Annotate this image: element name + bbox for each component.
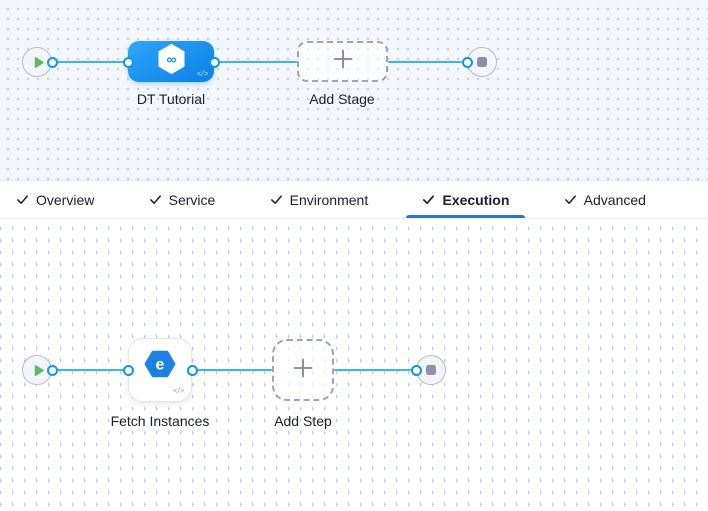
tab-service[interactable]: Service [133, 181, 232, 218]
stage-label: DT Tutorial [136, 91, 206, 107]
connector-port [209, 57, 220, 68]
connector-port [123, 365, 134, 376]
tab-label: Advanced [583, 191, 646, 208]
plus-icon [332, 48, 354, 75]
code-badge-icon: </> [196, 71, 209, 79]
stage-hexagon-infinity-icon: ∞ [158, 44, 185, 79]
tab-label: Service [168, 191, 216, 208]
connector-line [52, 60, 128, 64]
connector-port [123, 57, 134, 68]
stage-pipeline-canvas: ∞ </> DT Tutorial Add Stage [0, 0, 708, 180]
add-stage-button[interactable] [297, 41, 388, 82]
play-icon [33, 56, 45, 69]
tab-advanced[interactable]: Advanced [548, 181, 662, 218]
add-stage-label: Add Stage [309, 91, 375, 107]
add-step-label: Add Step [274, 413, 332, 429]
check-icon [270, 193, 283, 206]
connector-line [334, 368, 411, 372]
connector-port [411, 365, 422, 376]
tab-overview[interactable]: Overview [0, 181, 110, 218]
connector-port [47, 57, 58, 68]
tab-execution[interactable]: Execution [406, 181, 526, 218]
tab-label: Environment [289, 191, 369, 208]
stage-node-dt-tutorial[interactable]: ∞ </> [128, 41, 214, 82]
tab-label: Overview [36, 191, 95, 208]
code-badge-icon: </> [172, 388, 185, 396]
check-icon [16, 193, 29, 206]
execution-steps-canvas: e </> Fetch Instances Add Step [0, 219, 708, 511]
connector-port [187, 365, 198, 376]
check-icon [564, 193, 577, 206]
connector-port [462, 57, 473, 68]
tab-environment[interactable]: Environment [254, 181, 385, 218]
connector-line [214, 60, 297, 64]
fetch-glyph: e [156, 356, 165, 373]
step-label: Fetch Instances [110, 413, 210, 429]
infinity-glyph: ∞ [166, 51, 176, 67]
check-icon [422, 193, 435, 206]
fetch-instances-hexagon-icon: e [144, 350, 176, 383]
connector-line [192, 368, 272, 372]
connector-line [52, 368, 128, 372]
plus-icon [292, 357, 314, 384]
check-icon [149, 193, 162, 206]
play-icon [33, 364, 45, 377]
connector-line [388, 60, 462, 64]
stop-icon [477, 57, 487, 67]
tab-label: Execution [442, 191, 510, 208]
add-step-button[interactable] [272, 339, 334, 401]
step-node-fetch-instances[interactable]: e </> [128, 338, 192, 402]
stop-icon [426, 365, 436, 375]
stage-config-tab-bar: Overview Service Environment Execution A… [0, 180, 708, 219]
connector-port [47, 365, 58, 376]
